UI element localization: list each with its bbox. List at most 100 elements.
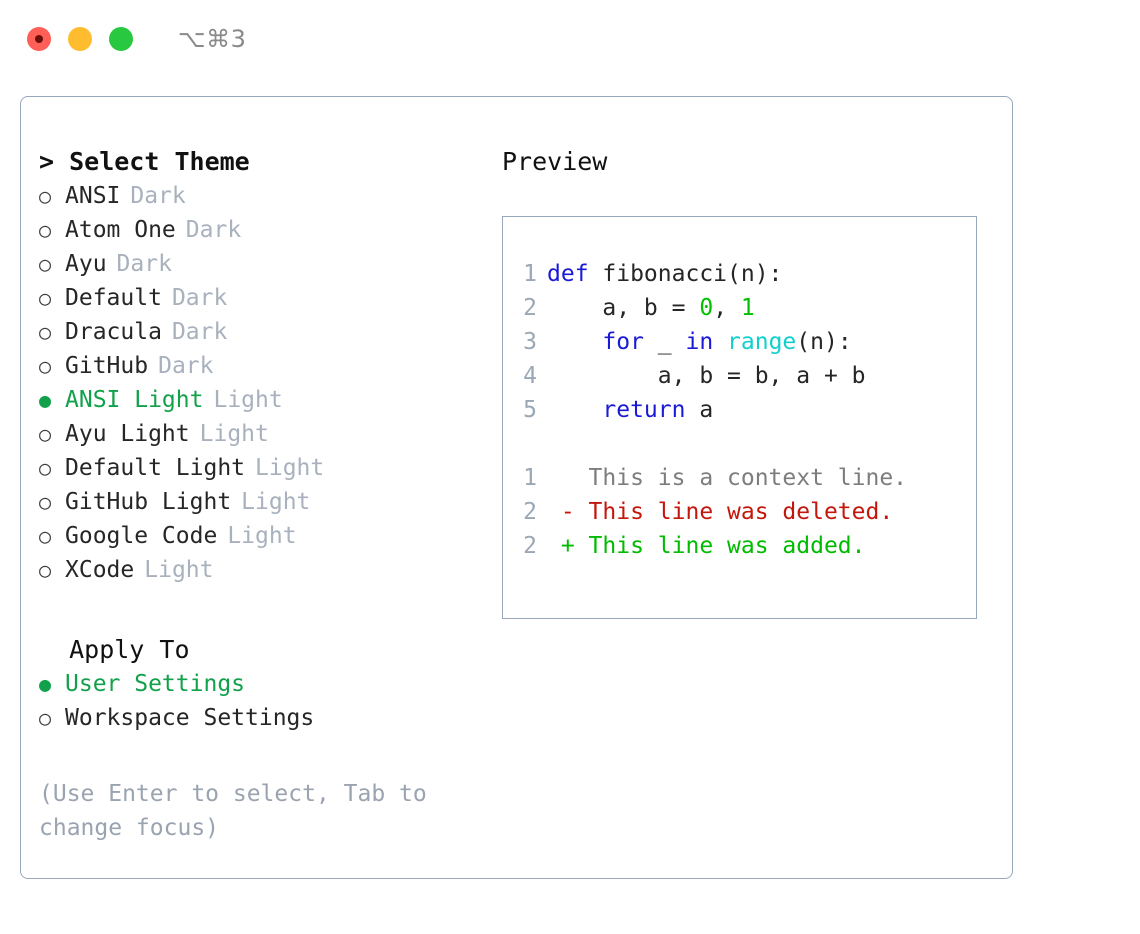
- code-token-kw: for: [602, 329, 644, 355]
- code-token-pln: ,: [713, 295, 741, 321]
- code-line-text: def fibonacci(n):: [547, 257, 782, 291]
- code-line-number: 1: [523, 261, 537, 287]
- select-theme-heading: > Select Theme: [39, 147, 250, 176]
- radio-unselected-icon: ○: [39, 422, 52, 446]
- theme-item-3[interactable]: ○ Default Dark: [39, 281, 489, 315]
- code-token-pln: a: [685, 397, 714, 423]
- apply-item-label: User Settings: [65, 671, 246, 697]
- diff-line-text-add: + This line was added.: [547, 533, 866, 559]
- keyboard-hint-text: (Use Enter to select, Tab to change focu…: [39, 781, 427, 841]
- theme-item-label: ANSI Light: [65, 387, 204, 413]
- section-spacer: [39, 587, 489, 633]
- code-token-pln: a, b =: [547, 295, 700, 321]
- theme-item-label: XCode: [65, 557, 135, 583]
- theme-item-label: Dracula: [65, 319, 162, 345]
- code-token-kw: in: [685, 329, 714, 355]
- apply-item-0[interactable]: ●User Settings: [39, 667, 489, 701]
- apply-to-heading: Apply To: [39, 635, 190, 664]
- theme-item-variant: Light: [227, 523, 297, 549]
- diff-line-text-del: - This line was deleted.: [547, 499, 894, 525]
- radio-unselected-icon: ○: [39, 558, 52, 582]
- apply-item-label: Workspace Settings: [65, 705, 315, 731]
- close-window-icon[interactable]: [27, 27, 51, 51]
- diff-line-number: 2: [523, 533, 537, 559]
- code-line-text: for _ in range(n):: [547, 325, 852, 359]
- theme-item-2[interactable]: ○ Ayu Dark: [39, 247, 489, 281]
- diff-line-number: 1: [523, 465, 537, 491]
- theme-item-variant: Light: [199, 421, 269, 447]
- theme-item-label: Ayu: [65, 251, 107, 277]
- code-line-number: 2: [523, 295, 537, 321]
- radio-unselected-icon: ○: [39, 320, 52, 344]
- code-token-pln: _: [643, 329, 686, 355]
- theme-item-variant: Light: [213, 387, 283, 413]
- code-line-text: a, b = b, a + b: [547, 359, 866, 393]
- code-line-1: 2 a, b = 0, 1: [503, 291, 976, 325]
- theme-item-label: Ayu Light: [65, 421, 190, 447]
- radio-unselected-icon: ○: [39, 252, 52, 276]
- theme-item-variant: Dark: [116, 251, 172, 277]
- code-line-number: 4: [523, 363, 537, 389]
- code-token-pln: (n):: [796, 329, 852, 355]
- theme-item-variant: Dark: [171, 319, 228, 345]
- diff-line-2: 2 + This line was added.: [503, 529, 976, 563]
- code-token-kw: return: [602, 397, 686, 423]
- theme-item-4[interactable]: ○ Dracula Dark: [39, 315, 489, 349]
- theme-item-variant: Dark: [158, 353, 214, 379]
- diff-line-text-ctx: This is a context line.: [547, 465, 908, 491]
- maximize-window-icon[interactable]: [109, 27, 133, 51]
- code-token-num: 1: [740, 295, 755, 321]
- theme-item-label: GitHub: [65, 353, 149, 379]
- code-line-2: 3 for _ in range(n):: [503, 325, 976, 359]
- radio-selected-icon: ●: [39, 388, 52, 412]
- preview-heading: Preview: [502, 147, 608, 176]
- diff-line-1: 2 - This line was deleted.: [503, 495, 976, 529]
- close-dot-icon: [35, 35, 43, 43]
- code-line-number: 3: [523, 329, 537, 355]
- diff-sample: 1 This is a context line. 2 - This line w…: [503, 461, 976, 563]
- code-token-pln: [547, 329, 602, 355]
- radio-unselected-icon: ○: [39, 354, 52, 378]
- radio-unselected-icon: ○: [39, 490, 52, 514]
- code-line-text: a, b = 0, 1: [547, 291, 755, 325]
- theme-item-variant: Light: [144, 557, 214, 583]
- code-token-pln: fibonacci(n):: [602, 261, 783, 287]
- minimize-window-icon[interactable]: [68, 27, 92, 51]
- title-bar: ⌥⌘3: [0, 0, 1140, 78]
- apply-item-1[interactable]: ○ Workspace Settings: [39, 701, 489, 735]
- code-token-pln: a, b = b, a + b: [547, 363, 866, 389]
- theme-item-5[interactable]: ○ GitHub Dark: [39, 349, 489, 383]
- apply-to-list[interactable]: ●User Settings ○ Workspace Settings: [39, 667, 489, 735]
- diff-line-number: 2: [523, 499, 537, 525]
- theme-item-7[interactable]: ○ Ayu Light Light: [39, 417, 489, 451]
- code-token-num: 0: [699, 295, 714, 321]
- code-line-3: 4 a, b = b, a + b: [503, 359, 976, 393]
- code-token-pln: [547, 397, 602, 423]
- radio-unselected-icon: ○: [39, 286, 52, 310]
- theme-item-label: Default: [65, 285, 162, 311]
- radio-unselected-icon: ○: [39, 706, 52, 730]
- window-controls: [27, 27, 133, 51]
- keyboard-shortcut-label: ⌥⌘3: [178, 25, 247, 53]
- theme-item-variant: Dark: [130, 183, 186, 209]
- theme-item-6[interactable]: ● ANSI Light Light: [39, 383, 489, 417]
- code-token-pln: [713, 329, 727, 355]
- preview-gap: [503, 427, 976, 461]
- theme-item-11[interactable]: ○ XCode Light: [39, 553, 489, 587]
- code-token-kw: def: [547, 261, 603, 287]
- theme-item-variant: Dark: [171, 285, 228, 311]
- theme-item-label: ANSI: [65, 183, 121, 209]
- radio-unselected-icon: ○: [39, 524, 52, 548]
- theme-item-variant: Light: [241, 489, 311, 515]
